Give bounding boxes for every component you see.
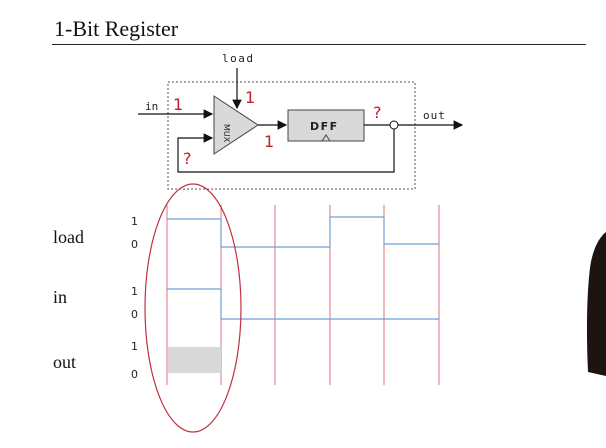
in-value-annotation: 1 xyxy=(173,95,183,114)
out-unknown-region xyxy=(168,347,221,373)
load-value-annotation: 1 xyxy=(245,88,255,107)
out-output-label: out xyxy=(423,109,446,122)
in-input-label: in xyxy=(145,100,158,113)
out-low-label: 0 xyxy=(131,368,138,381)
out-high-label: 1 xyxy=(131,340,138,353)
in-signal-name: in xyxy=(53,287,67,307)
dff-out-value-annotation: ? xyxy=(373,103,382,122)
load-low-label: 0 xyxy=(131,238,138,251)
title-divider xyxy=(52,44,586,45)
out-signal-name: out xyxy=(53,352,76,372)
feedback-wire xyxy=(177,129,395,173)
load-waveform xyxy=(167,216,439,248)
mux-out-value-annotation: 1 xyxy=(264,132,274,151)
in-high-label: 1 xyxy=(131,285,138,298)
load-input-label: load xyxy=(222,52,255,65)
presenter-silhouette xyxy=(586,232,606,376)
slide-title: 1-Bit Register xyxy=(54,16,179,41)
first-cycle-highlight xyxy=(144,183,242,433)
in-low-label: 0 xyxy=(131,308,138,321)
mux-label: MUX xyxy=(222,124,231,143)
in-waveform xyxy=(167,288,439,320)
mux-block xyxy=(213,95,259,155)
feedback-value-annotation: ? xyxy=(183,149,192,168)
load-signal-name: load xyxy=(53,227,84,247)
fanout-junction xyxy=(389,120,399,130)
register-boundary xyxy=(167,81,416,190)
load-high-label: 1 xyxy=(131,215,138,228)
dff-clock-triangle xyxy=(321,134,331,142)
dff-label: DFF xyxy=(310,120,339,133)
